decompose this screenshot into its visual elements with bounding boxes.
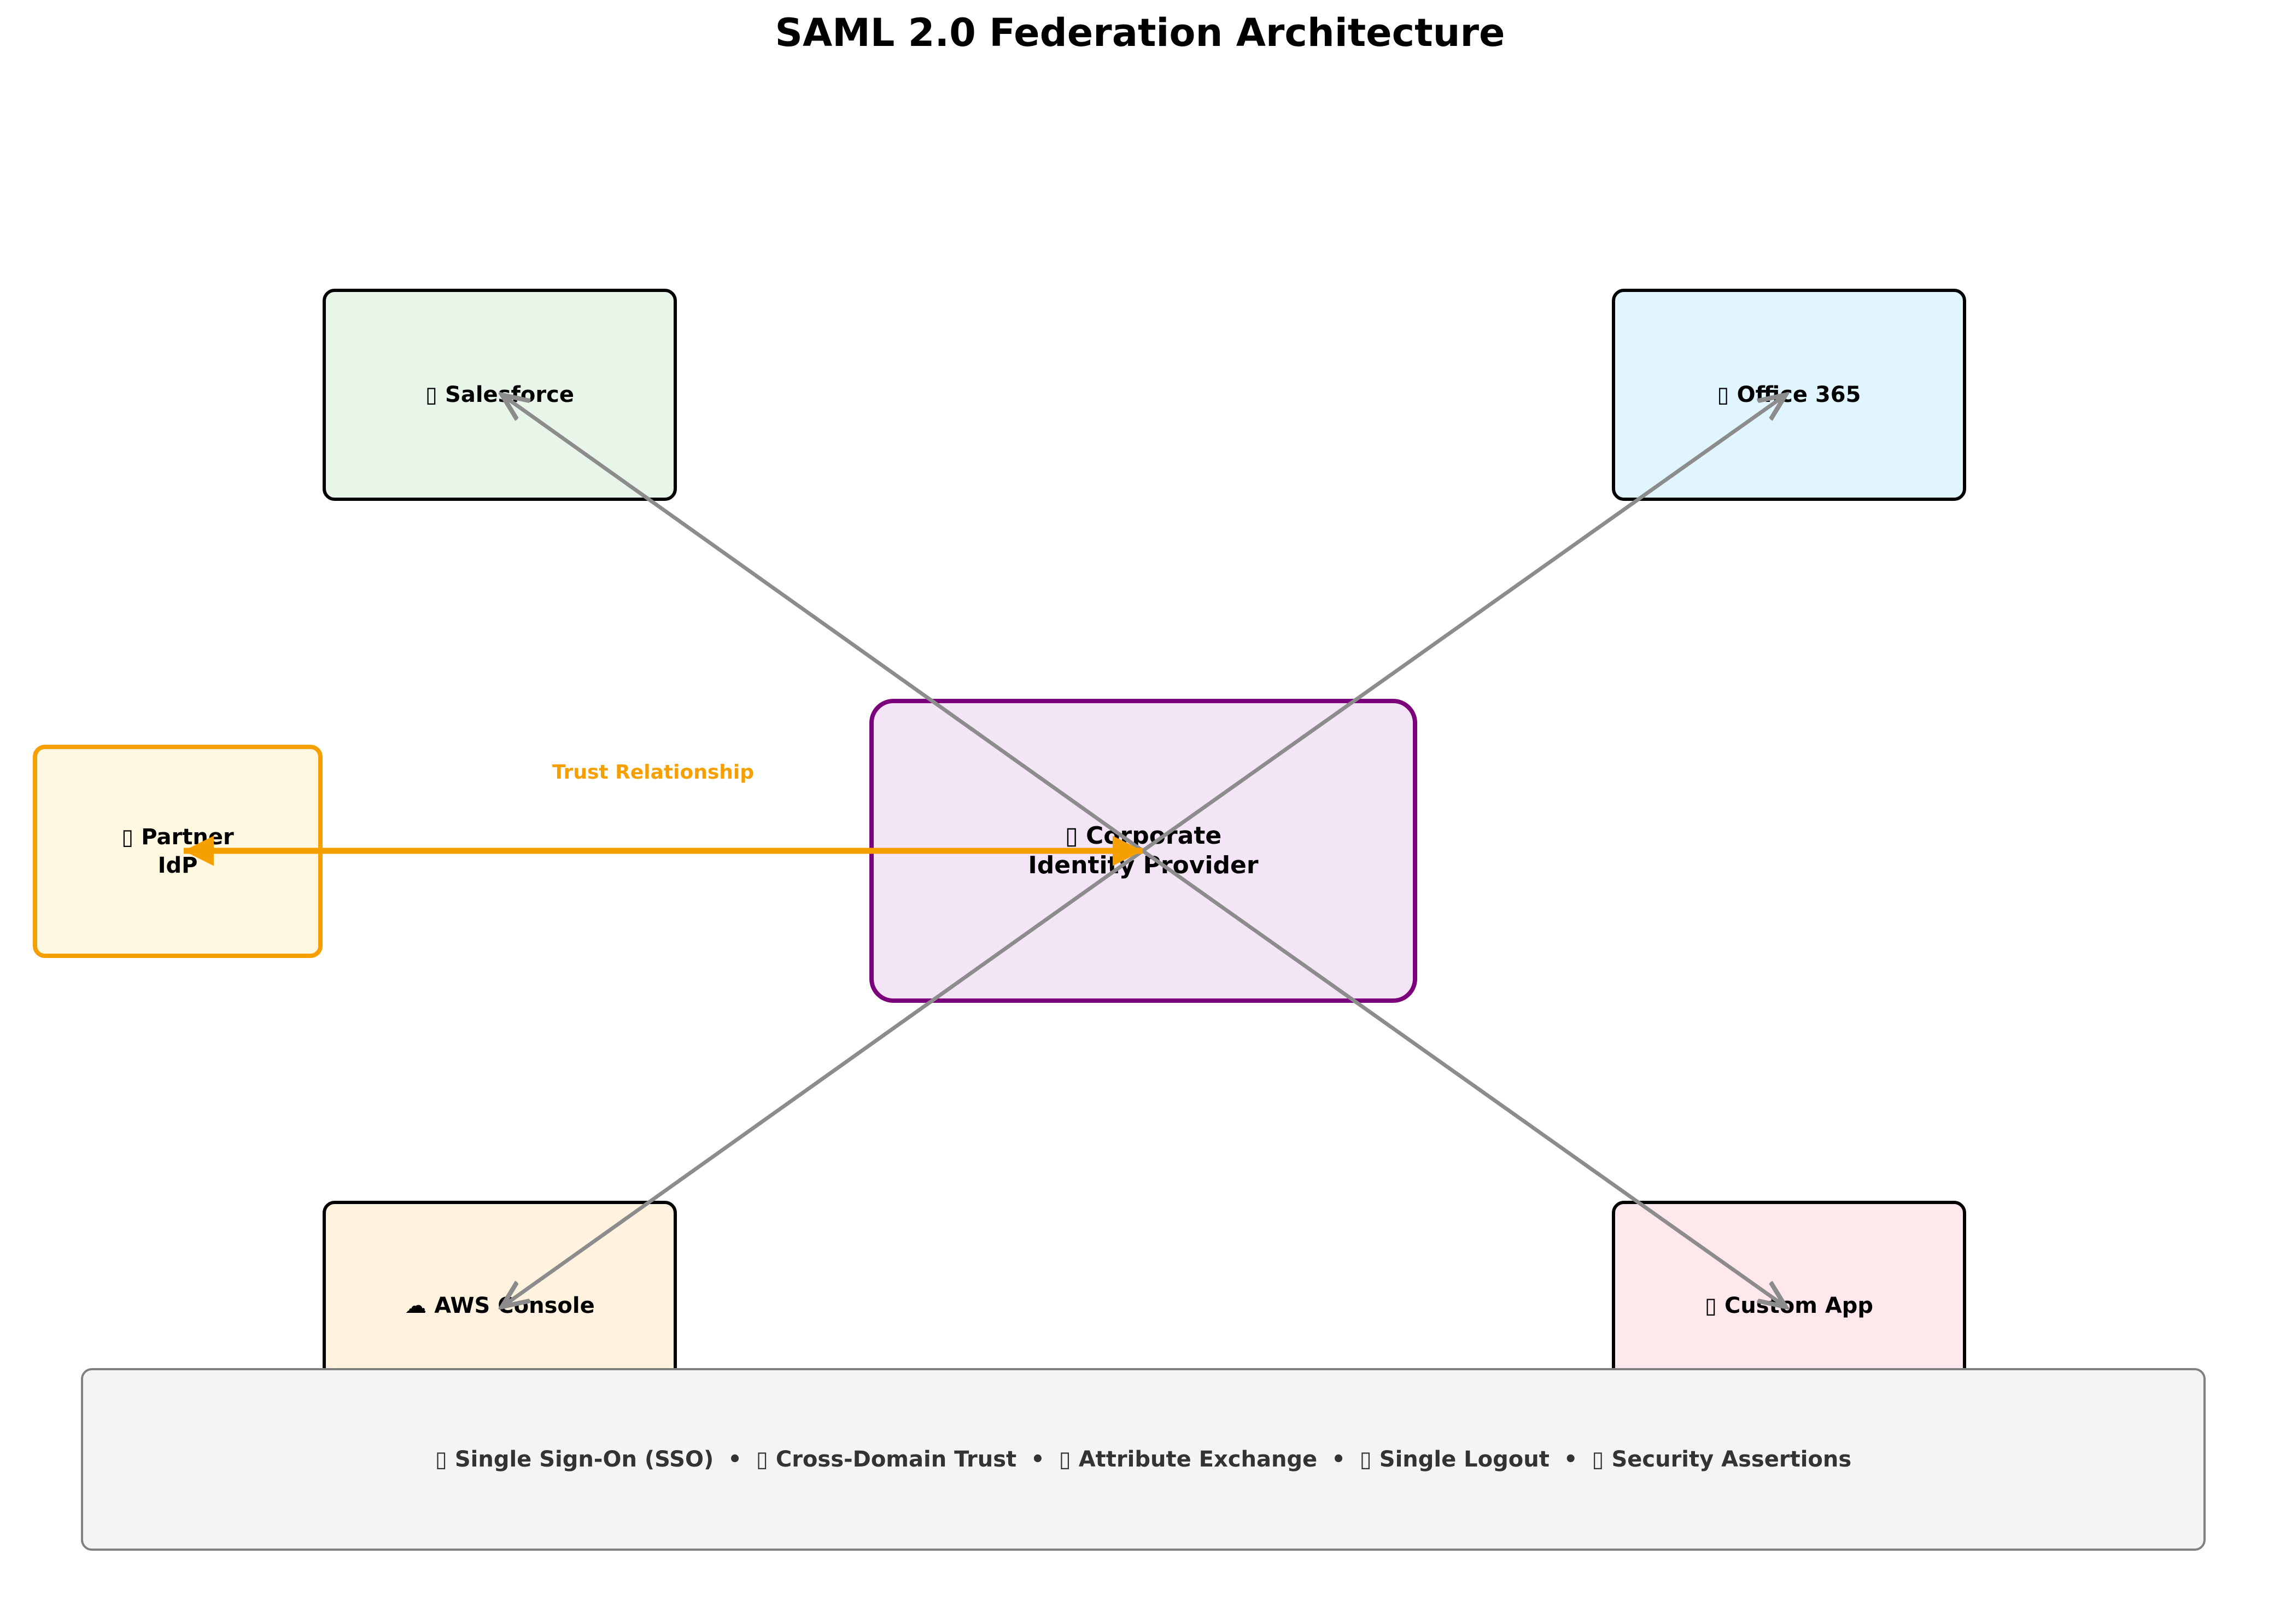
handshake-icon: ▯ xyxy=(756,1447,768,1472)
diagram-title: SAML 2.0 Federation Architecture xyxy=(775,10,1505,55)
shield-icon: ▯ xyxy=(1592,1447,1604,1472)
partner-idp-label-line1: Partner xyxy=(141,825,234,850)
cloud-app-icon: ▯ xyxy=(425,382,438,407)
legend-label-security-assertions: Security Assertions xyxy=(1611,1447,1852,1472)
legend-separator: • xyxy=(1031,1447,1045,1472)
partner-idp-label-line2: IdP xyxy=(157,853,198,878)
legend-item-cross-domain-trust: ▯ Cross-Domain Trust xyxy=(756,1447,1016,1472)
exchange-icon: ▯ xyxy=(1059,1447,1071,1472)
legend-separator: • xyxy=(1563,1447,1578,1472)
legend-item-sso: ▯ Single Sign-On (SSO) xyxy=(435,1447,714,1472)
key-icon: ▯ xyxy=(435,1447,447,1472)
corporate-idp-label-line2: Identity Provider xyxy=(1028,851,1259,879)
aws-console-label: AWS Console xyxy=(434,1293,595,1318)
cloud-icon: ☁ xyxy=(405,1293,427,1318)
legend-label-cross-domain-trust: Cross-Domain Trust xyxy=(775,1447,1017,1472)
app-icon: ▯ xyxy=(1704,1293,1717,1318)
corporate-idp-node[interactable]: ▯Corporate Identity Provider xyxy=(869,699,1417,1003)
salesforce-node[interactable]: ▯ Salesforce xyxy=(323,289,677,501)
legend-item-single-logout: ▯ Single Logout xyxy=(1360,1447,1550,1472)
partner-idp-node[interactable]: ▯ Partner IdP xyxy=(33,745,323,958)
salesforce-label: Salesforce xyxy=(445,382,574,407)
building-icon: ▯ xyxy=(1065,822,1078,850)
legend-label-sso: Single Sign-On (SSO) xyxy=(454,1447,714,1472)
legend-item-security-assertions: ▯ Security Assertions xyxy=(1592,1447,1851,1472)
office365-label: Office 365 xyxy=(1737,382,1861,407)
office365-node[interactable]: ▯ Office 365 xyxy=(1612,289,1966,501)
legend-separator: • xyxy=(1331,1447,1346,1472)
office-icon: ▯ xyxy=(1717,382,1729,407)
partner-icon: ▯ xyxy=(121,825,134,850)
legend-separator: • xyxy=(728,1447,742,1472)
features-legend: ▯ Single Sign-On (SSO) • ▯ Cross-Domain Tr… xyxy=(81,1368,2206,1551)
legend-label-single-logout: Single Logout xyxy=(1379,1447,1550,1472)
logout-icon: ▯ xyxy=(1359,1447,1372,1472)
legend-label-attribute-exchange: Attribute Exchange xyxy=(1078,1447,1318,1472)
corporate-idp-label-line1: Corporate xyxy=(1085,822,1222,850)
trust-relationship-label: Trust Relationship xyxy=(552,761,754,784)
legend-item-attribute-exchange: ▯ Attribute Exchange xyxy=(1059,1447,1317,1472)
custom-app-label: Custom App xyxy=(1724,1293,1874,1318)
